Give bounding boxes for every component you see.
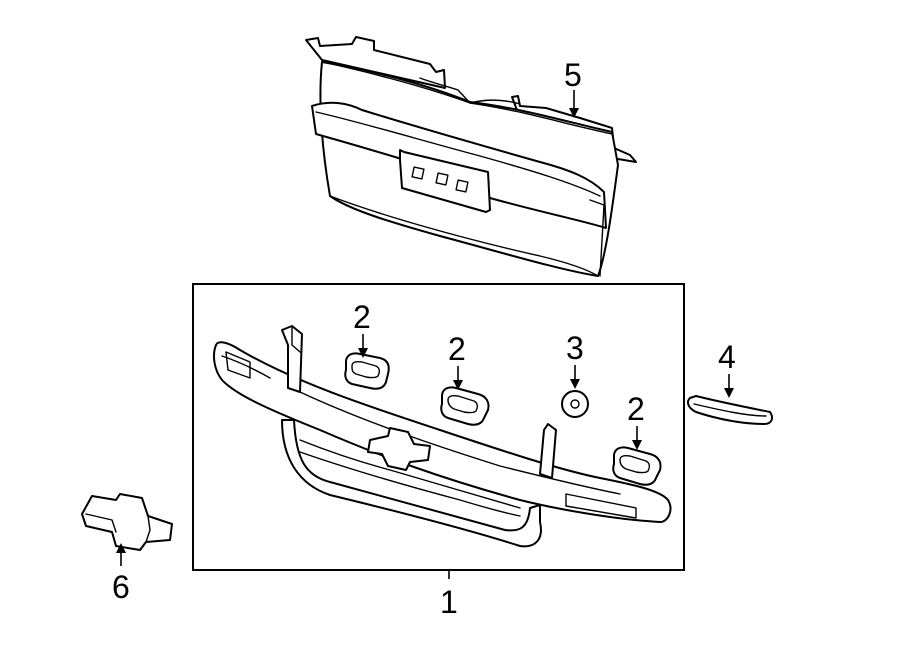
callout-2b: 2 [448, 331, 466, 367]
part-2-clip-c [612, 446, 662, 486]
part-2-clip-a [344, 352, 390, 390]
callout-2a: 2 [353, 299, 371, 335]
callout-1: 1 [440, 584, 458, 620]
leader-lines [116, 90, 734, 579]
part-1-assembly-frame [192, 283, 685, 571]
part-6-bowtie-emblem [81, 493, 173, 551]
callout-4: 4 [718, 339, 736, 375]
part-4-mesh-insert [687, 395, 773, 425]
part-1-grille-shell [213, 325, 672, 548]
part-2-clip-b [440, 386, 490, 426]
callout-2c: 2 [627, 391, 645, 427]
callout-5: 5 [564, 57, 582, 93]
part-5-grille-insert [305, 36, 637, 277]
callout-6: 6 [112, 569, 130, 605]
callout-3: 3 [566, 330, 584, 366]
part-3-washer [561, 390, 589, 418]
